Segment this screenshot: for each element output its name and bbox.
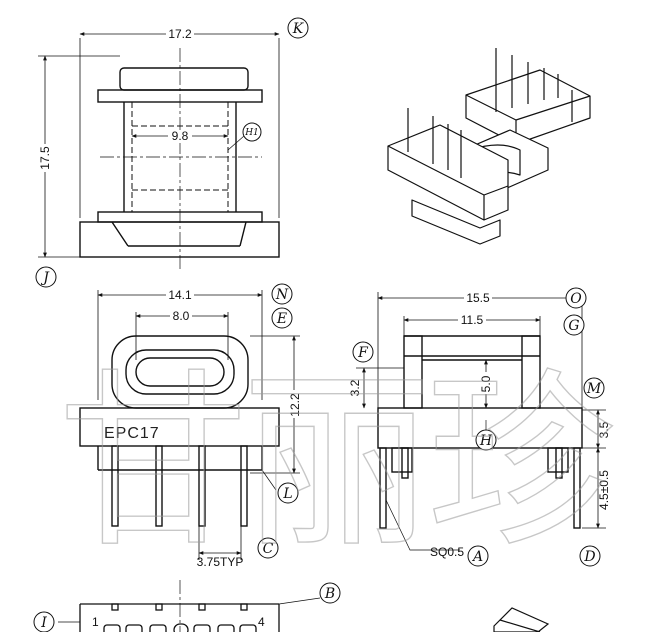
tag-circle-g [563, 314, 585, 336]
tag-circle-o [565, 287, 587, 309]
dim-bg [166, 27, 194, 41]
dim-pin-length: 4.5±0.5 [597, 470, 611, 510]
tag-circle-h [475, 429, 497, 451]
bottom-view [58, 580, 321, 632]
part-label: EPC17 [104, 425, 160, 442]
dim-flange-height: 3.5 [597, 421, 611, 438]
dim-top-height: 17.5 [38, 146, 52, 170]
tag-b: B [324, 586, 335, 602]
dim-bg [37, 144, 53, 172]
pin-number-1: 1 [92, 615, 99, 629]
tag-circle-j [35, 266, 57, 288]
tag-circle-a [467, 545, 489, 567]
dim-bg [348, 376, 362, 398]
tag-circle-l [277, 482, 299, 504]
tag-circle-n [271, 283, 293, 305]
dim-side-center-height: 5.0 [479, 375, 493, 392]
tag-h1: H1 [244, 128, 259, 138]
dim-bg [168, 130, 192, 143]
tag-circle-d [579, 545, 601, 567]
tag-m: M [586, 381, 602, 397]
dim-bg [464, 291, 492, 305]
dim-bg [166, 288, 194, 302]
dim-pin-pitch: 3.75TYP [197, 555, 244, 569]
dim-bg [170, 309, 192, 323]
tag-circle-b [319, 582, 341, 604]
watermark: 甘丽珍 [58, 352, 613, 573]
dim-bg [478, 372, 492, 394]
dim-bg [287, 390, 303, 418]
dim-side-left-height: 3.2 [348, 379, 362, 396]
tag-circle-e [271, 307, 293, 329]
side-view [356, 292, 606, 551]
dim-front-width: 14.1 [168, 288, 192, 302]
tag-circle-f [352, 341, 374, 363]
tag-f: F [357, 345, 369, 361]
dim-front-height: 12.2 [288, 393, 302, 417]
pin-number-4: 4 [258, 615, 265, 629]
tag-h: H [479, 433, 493, 449]
top-view [38, 32, 280, 270]
reference-tags [33, 17, 605, 632]
tag-k: K [292, 21, 305, 37]
dim-front-inner: 8.0 [173, 309, 190, 323]
tag-n: N [275, 287, 289, 303]
tag-a: A [471, 549, 483, 565]
dim-top-width: 17.2 [168, 27, 192, 41]
tag-circle-k [287, 17, 309, 39]
tag-circle-m [583, 377, 605, 399]
dim-side-width: 15.5 [466, 291, 490, 305]
perspective-view [387, 48, 591, 245]
tag-g: G [568, 318, 579, 334]
tag-d: D [583, 549, 595, 565]
tag-i: I [40, 615, 47, 631]
perspective-fragment [493, 607, 550, 632]
dim-pin-size: SQ0.5 [430, 545, 464, 559]
tag-o: O [570, 291, 582, 307]
dim-core-width: 9.8 [172, 129, 189, 143]
tag-circle-i [33, 611, 55, 632]
tag-circle-c [257, 537, 279, 559]
tag-e: E [276, 311, 287, 327]
dim-side-inner: 11.5 [461, 313, 484, 327]
tag-c: C [263, 541, 274, 557]
dim-bg [458, 313, 486, 327]
tag-j: J [40, 270, 50, 286]
tag-circle-h1 [242, 122, 262, 142]
tag-l: L [282, 486, 292, 502]
